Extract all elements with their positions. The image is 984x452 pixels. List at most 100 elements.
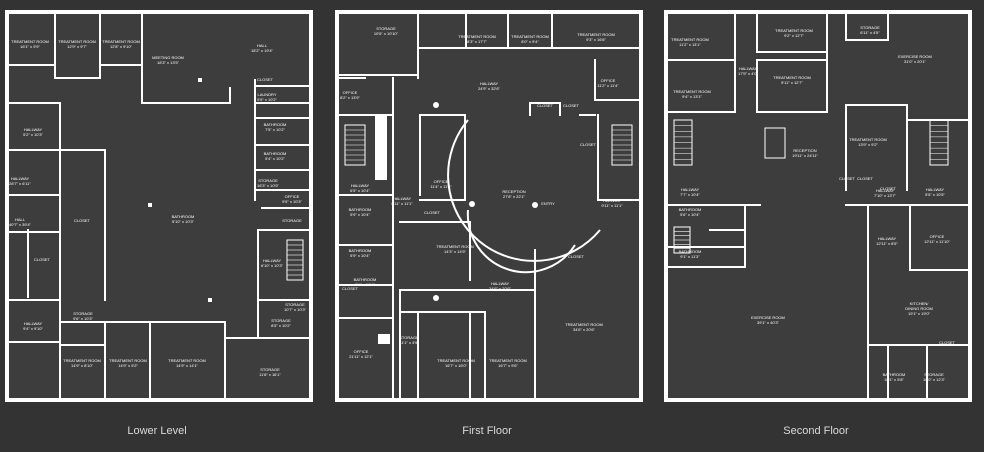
room-dimensions: 34'6" x 20'6": [573, 327, 596, 332]
room-dimensions: 5'5" x 10'2": [257, 97, 277, 102]
room-dimensions: 12'8" x 9'10": [110, 44, 133, 49]
room-dimensions: 27'8" x 22'1": [503, 194, 526, 199]
room-dimensions: 16'7" x 9'6": [498, 363, 518, 368]
room-dimensions: 6'11" x 11'1": [391, 201, 413, 206]
room-dimensions: 9'2" x 12'7": [784, 33, 804, 38]
staircase: [673, 226, 691, 254]
room-label: ENTRY: [541, 201, 555, 206]
light-fixture: [433, 295, 439, 301]
floor-outline: [5, 10, 313, 402]
room-dimensions: 9'11" x 12'7": [781, 80, 803, 85]
room-dimensions: 11'2" x 11'4": [597, 83, 619, 88]
curved-wall: [466, 209, 576, 274]
room-dimensions: 24'9" x 32'6": [478, 86, 501, 91]
room-dimensions: 5'5" x 10'5": [925, 192, 945, 197]
room-dimensions: 3'1" x 10'4": [355, 282, 375, 287]
room-dimensions: 5'9" x 10'4": [350, 212, 370, 217]
column: [208, 298, 212, 302]
room-label: CLOSET: [74, 218, 91, 223]
room-dimensions: 21'11" x 12'1": [349, 354, 373, 359]
room-dimensions: 9'11" x 11'1": [601, 203, 623, 208]
room-label: CLOSET: [257, 77, 274, 82]
room-dimensions: 6'11" x 4'5": [860, 30, 880, 35]
room-label: CLOSET: [563, 103, 580, 108]
room-dimensions: 8'5" x 10'2": [271, 323, 291, 328]
room-dimensions: 7'10" x 13'7": [874, 193, 897, 198]
staircase: [344, 124, 366, 166]
room-label: CLOSET: [857, 176, 874, 181]
staircase: [929, 119, 949, 166]
room-dimensions: 16'1" x 9'9": [20, 44, 40, 49]
room-dimensions: 5'6" x 10'4": [680, 212, 700, 217]
room-dimensions: 11'8" x 16'1": [259, 372, 281, 377]
room-dimensions: 19'1" x 19'0": [908, 311, 931, 316]
staircase: [673, 119, 693, 166]
room-dimensions: 5'2" x 10'3": [23, 132, 43, 137]
room-dimensions: 10'7" x 10'3": [284, 307, 307, 312]
desk: [378, 334, 390, 344]
room-dimensions: 7'5" x 10'2": [265, 127, 285, 132]
room-dimensions: 16'7" x 16'0": [445, 363, 468, 368]
room-dimensions: 11'1" x 4'9": [399, 340, 419, 345]
room-dimensions: 9'3" x 16'8": [586, 37, 606, 42]
room-dimensions: 12'9" x 9'7": [67, 44, 87, 49]
light-fixture: [469, 201, 475, 207]
room-dimensions: 10'1" x 5'8": [884, 377, 904, 382]
room-dimensions: 6'10" x 10'3": [261, 263, 284, 268]
room-label: CLOSET: [580, 142, 597, 147]
room-dimensions: 7'7" x 10'4": [680, 192, 700, 197]
room-dimensions: 10'5" x 10'10": [374, 31, 399, 36]
room-dimensions: 19'11" x 24'11": [792, 153, 818, 158]
room-dimensions: 9'4" x 9'10": [23, 326, 43, 331]
room-dimensions: 8'2" x 13'9": [340, 95, 360, 100]
room-dimensions: 9'1" x 11'3": [680, 254, 700, 259]
room-label: CLOSET: [537, 103, 554, 108]
room-dimensions: 5'4" x 10'2": [265, 156, 285, 161]
light-fixture: [433, 102, 439, 108]
room-dimensions: 10'0" x 12'3": [923, 377, 946, 382]
room-label: CLOSET: [34, 257, 51, 262]
room-label: CLOSET: [839, 176, 856, 181]
room-dimensions: 6'5" x 10'4": [350, 188, 370, 193]
room-dimensions: 8'3" x 17'7": [467, 39, 487, 44]
